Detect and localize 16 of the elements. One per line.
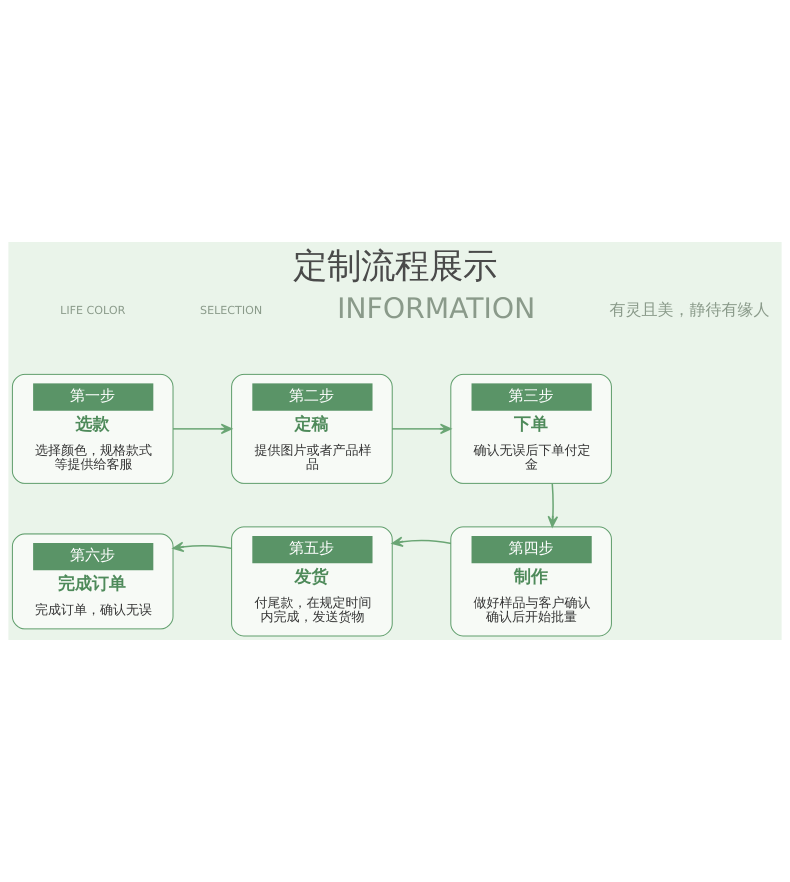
node-box: 第六步 完成订单 完成订单，确认无误 (12, 533, 174, 630)
diagram-title: 定制流程展示 (293, 246, 497, 287)
label: SELECTION (200, 304, 262, 318)
arrow (392, 536, 451, 547)
arrow (392, 424, 452, 434)
label: LIFE COLOR (60, 304, 126, 318)
label: INFORMATION (337, 292, 536, 326)
node-box: 第二步 定稿 提供图片或者产品样品 (231, 374, 393, 484)
label: 有灵且美，静待有缘人 (610, 300, 770, 320)
arrow (172, 542, 232, 552)
node-box: 第一步 选款 选择颜色，规格款式等提供给客服 (12, 374, 174, 484)
node-box: 第四步 制作 做好样品与客户确认确认后开始批量 (450, 526, 612, 636)
node-box: 第三步 下单 确认无误后下单付定金 (450, 374, 612, 484)
arrow (173, 424, 232, 434)
arrow (548, 484, 558, 528)
node-box: 第五步 发货 付尾款，在规定时间内完成，发送货物 (231, 526, 393, 636)
